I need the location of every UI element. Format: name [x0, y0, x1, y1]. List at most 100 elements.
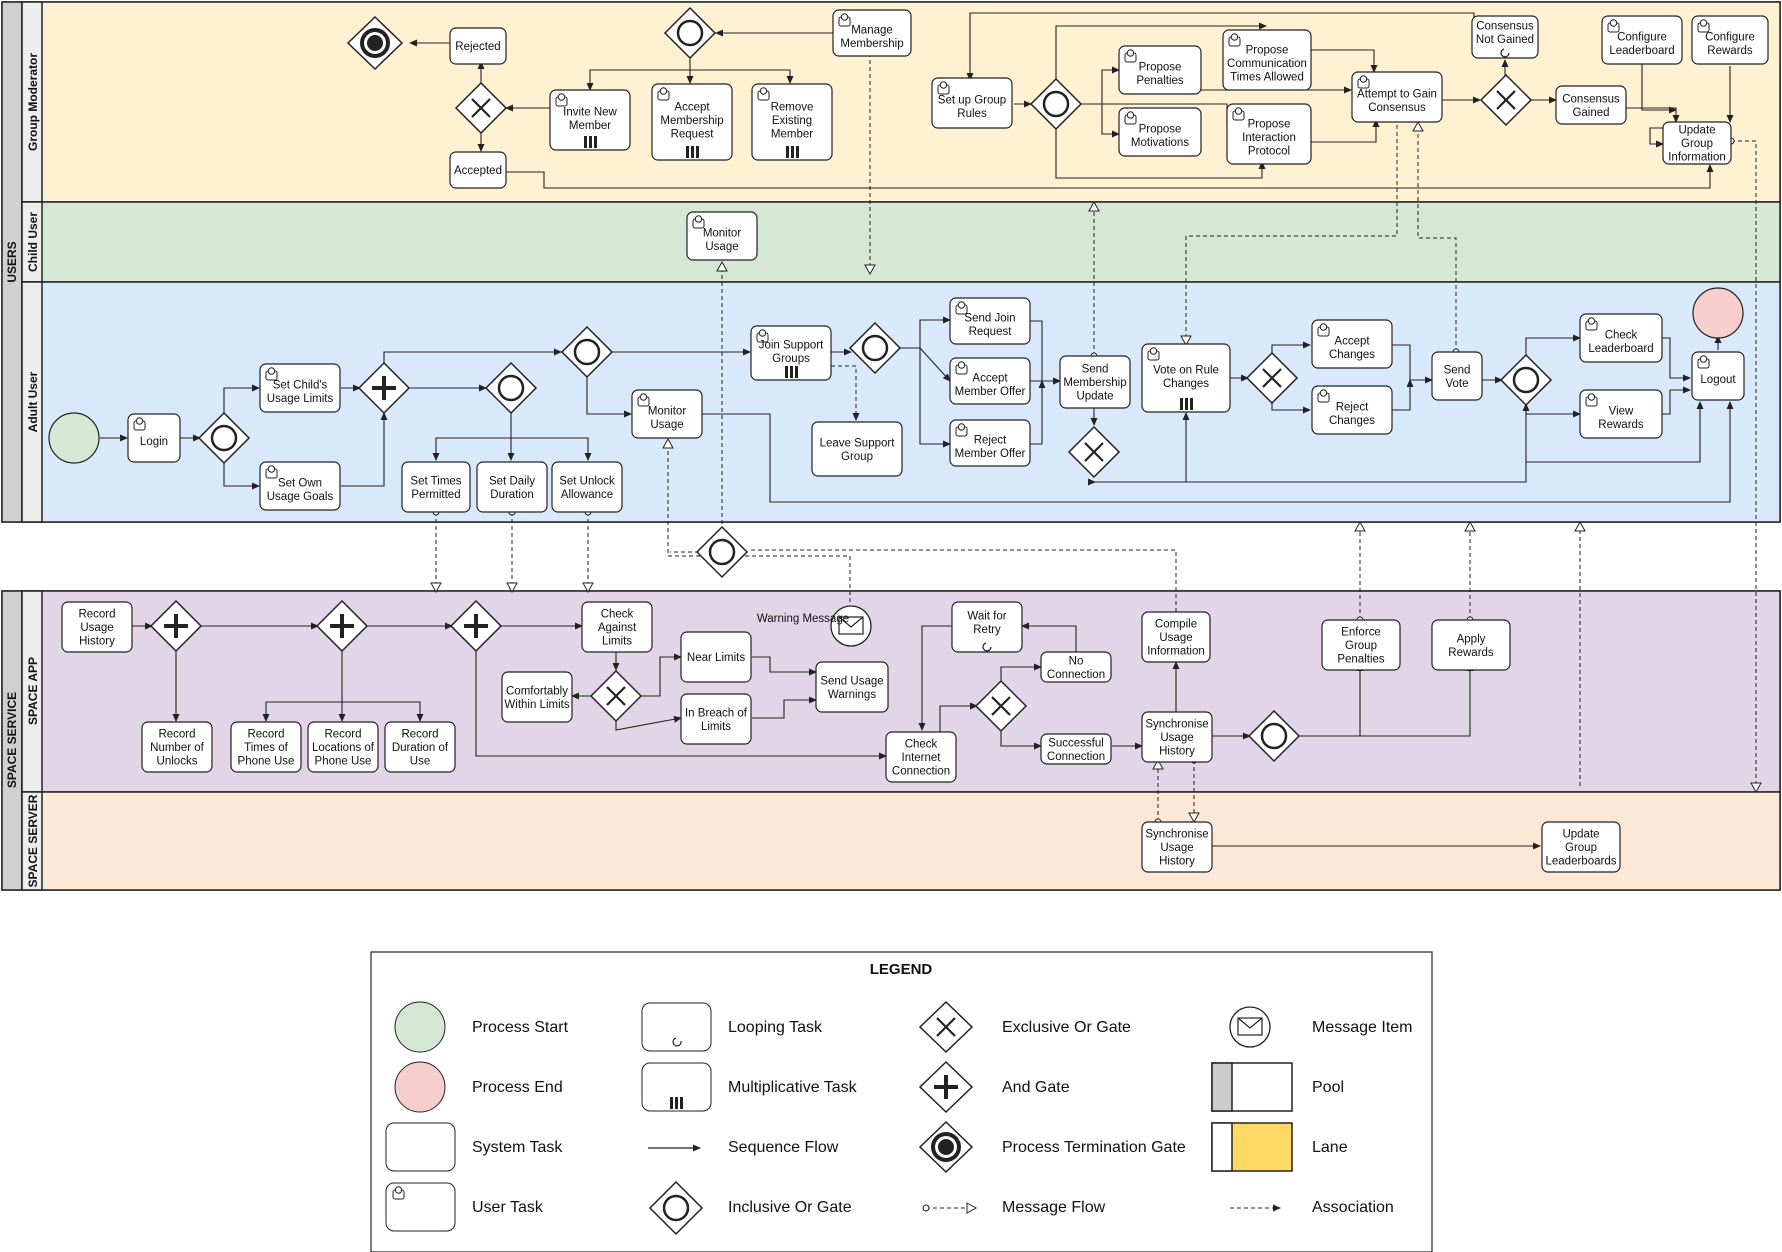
loop-icon — [1500, 48, 1510, 58]
gateway-exclusive-connection — [974, 679, 1028, 733]
user-icon — [955, 423, 968, 437]
multi-icon — [686, 146, 699, 158]
gateway-and-record-3 — [449, 599, 503, 653]
lane-space-server: SPACE SERVER — [21, 791, 1781, 891]
legend-pool: Pool — [1312, 1079, 1344, 1096]
warning-message-text: Warning Message — [757, 613, 849, 625]
legend-pool-icon — [1211, 1062, 1293, 1112]
task-label: Logout — [1700, 374, 1736, 386]
warning-message-event — [830, 605, 872, 647]
user-icon — [838, 13, 851, 27]
legend-and-gate: And Gate — [1002, 1079, 1070, 1096]
gateway-and-record-1 — [149, 599, 203, 653]
multi-icon — [785, 366, 798, 378]
user-icon — [265, 367, 278, 381]
legend-loop-icon — [672, 1037, 682, 1047]
legend-exclusive-or-gate: Exclusive Or Gate — [1002, 1019, 1131, 1036]
gateway-inclusive-join — [848, 321, 902, 375]
gateway-exclusive-membership — [1067, 425, 1121, 479]
legend-exclusive-or-icon — [918, 1000, 974, 1054]
legend-user-task: User Task — [472, 1199, 544, 1216]
gateway-exclusive-vote — [1245, 351, 1299, 405]
legend-and-gate-icon — [918, 1060, 974, 1114]
user-icon — [692, 215, 705, 229]
user-icon — [937, 81, 950, 95]
legend-system-task-icon — [385, 1122, 456, 1172]
termination-gate — [346, 15, 404, 71]
gateways — [149, 6, 1553, 763]
task-near-limits: Near Limits — [680, 631, 752, 683]
user-icon — [133, 417, 146, 431]
user-icon — [265, 465, 278, 479]
gateway-inclusive-rules — [1029, 77, 1083, 131]
user-icon — [955, 301, 968, 315]
legend-message-item: Message Item — [1312, 1019, 1412, 1036]
gateway-exclusive-limits-check — [589, 669, 643, 723]
legend-lane-icon — [1211, 1122, 1293, 1172]
user-icon — [657, 87, 670, 101]
lane-child-user: Child User — [21, 201, 1781, 283]
message-flows — [430, 42, 1762, 826]
gateway-inclusive-warning — [695, 525, 749, 579]
lane-label-space-app: SPACE APP — [26, 657, 40, 725]
task-logout: Logout — [1691, 351, 1745, 401]
legend-process-end: Process End — [472, 1079, 563, 1096]
gateway-inclusive-limits — [484, 361, 538, 415]
lane-label-child-user: Child User — [26, 212, 40, 272]
legend-message-item-icon — [1229, 1006, 1271, 1048]
legend-inclusive-or-gate: Inclusive Or Gate — [728, 1199, 852, 1216]
pool-label-space-service: SPACE SERVICE — [5, 692, 19, 788]
